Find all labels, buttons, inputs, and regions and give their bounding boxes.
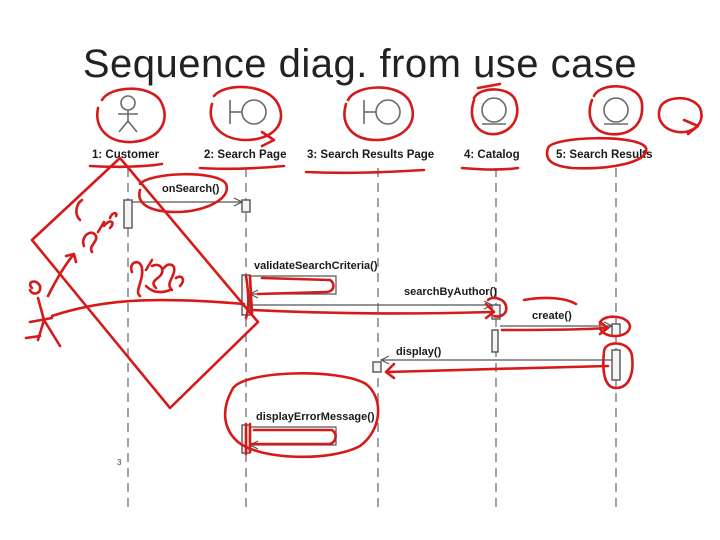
ink-underline (304, 168, 426, 175)
ink-circle (138, 172, 229, 214)
object-label-customer: 1: Customer (92, 149, 160, 161)
ink-highlight (256, 276, 335, 296)
object-label-catalog: 4: Catalog (464, 149, 520, 161)
message-label-search-by-author: searchByAuthor() (404, 286, 497, 298)
arrowhead-icon (233, 197, 244, 207)
entity-icon (603, 97, 629, 125)
ink-circle (588, 85, 644, 136)
message-label-create: create() (532, 310, 572, 322)
boundary-icon (229, 99, 267, 125)
ink-association (50, 298, 246, 318)
activation-bar (123, 199, 133, 229)
arrowhead-icon (483, 300, 494, 310)
ink-scribble (129, 258, 185, 298)
object-label-search-results-page: 3: Search Results Page (307, 149, 434, 161)
ink-highlight (244, 422, 252, 456)
ink-circle (223, 372, 380, 459)
actor-icon (118, 95, 138, 133)
slide-title: Sequence diag. from use case (82, 42, 638, 86)
ink-arrow (250, 302, 496, 320)
object-label-search-results: 5: Search Results (556, 149, 653, 161)
ink-underline (198, 164, 286, 171)
handwritten-annotations (24, 82, 703, 459)
lifelines (127, 168, 617, 512)
ink-circle (96, 87, 166, 144)
activation-bar (611, 323, 621, 337)
ink-circle (598, 315, 632, 338)
ink-arrow (46, 252, 78, 298)
entity-icon (481, 97, 507, 125)
arrowhead-icon (379, 355, 390, 365)
ink-underline (522, 296, 578, 306)
activation-bar (491, 329, 499, 353)
boundary-icon (363, 99, 401, 125)
ink-circle (209, 85, 283, 148)
ink-arrow (500, 320, 610, 336)
ink-circle (470, 82, 519, 136)
ink-circle (545, 136, 648, 170)
ink-circle (657, 96, 703, 136)
ink-highlight (250, 428, 337, 446)
message-label-on-search: onSearch() (162, 183, 220, 195)
ink-arrow (384, 362, 610, 380)
ink-circle (343, 86, 415, 142)
activation-bar (611, 349, 621, 381)
ink-underline (88, 162, 164, 169)
activation-bar (241, 199, 251, 213)
ink-text-search (81, 211, 118, 254)
ink-circle (486, 296, 508, 318)
ink-stick-figure (24, 280, 62, 348)
ink-text-search (75, 198, 84, 222)
message-label-validate-search-criteria: validateSearchCriteria() (254, 260, 378, 272)
ink-system-boundary (30, 156, 260, 410)
ink-circle (602, 342, 634, 390)
message-label-display-error-message: displayErrorMessage() (256, 411, 375, 423)
message-label-display: display() (396, 346, 442, 358)
ink-underline (460, 166, 520, 171)
object-label-search-page: 2: Search Page (204, 149, 286, 161)
ink-highlight (244, 274, 254, 320)
stray-mark: 3 (117, 458, 122, 467)
activation-bar (372, 361, 382, 373)
